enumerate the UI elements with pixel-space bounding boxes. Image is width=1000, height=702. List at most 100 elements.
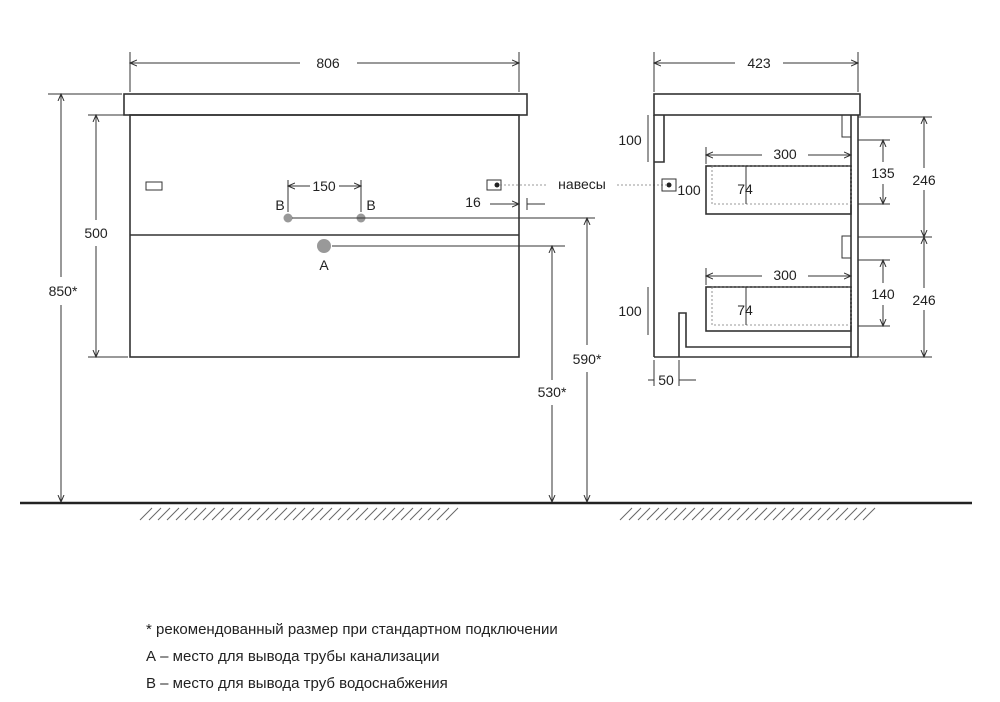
hinge-left-icon	[145, 181, 163, 191]
side-view: 423 100 100 100 300 74 135 246 300	[618, 52, 936, 388]
floor-hatch-line	[292, 507, 306, 521]
floor-hatch-line	[817, 507, 831, 521]
floor-hatch-line	[691, 507, 705, 521]
side-hinge-icon	[661, 178, 677, 192]
technical-drawing: 806 850* 500 150 B B A 16	[20, 52, 972, 521]
floor-hatch-line	[808, 507, 822, 521]
dim-drawer1-total: 246	[912, 172, 936, 188]
floor-hatch-line	[382, 507, 396, 521]
dim-100-top: 100	[618, 132, 642, 148]
dim-drawer2-height: 140	[871, 286, 895, 302]
dim-height-590: 590*	[573, 351, 602, 367]
floor-hatch-line	[727, 507, 741, 521]
floor-hatch-line	[157, 507, 171, 521]
floor-hatch-line	[148, 507, 162, 521]
dim-100-low: 100	[618, 303, 642, 319]
floor-hatch-line	[184, 507, 198, 521]
floor-hatch-line	[664, 507, 678, 521]
floor-hatch-line	[301, 507, 315, 521]
dim-body-height: 500	[84, 225, 108, 241]
floor-hatch-line	[790, 507, 804, 521]
floor-hatch-line	[220, 507, 234, 521]
floor-hatch-line	[211, 507, 225, 521]
floor-hatch-line	[646, 507, 660, 521]
floor-hatch-line	[202, 507, 216, 521]
floor-hatch-line	[337, 507, 351, 521]
dim-drawer1-height: 135	[871, 165, 895, 181]
floor-hatch-line	[139, 507, 153, 521]
drain-hole-icon	[317, 239, 331, 253]
floor-hatch-line	[319, 507, 333, 521]
floor-hatch-line	[754, 507, 768, 521]
floor-hatch-line	[193, 507, 207, 521]
dim-drawer1-inner: 74	[737, 181, 753, 197]
dim-side-depth: 423	[747, 55, 771, 71]
dim-height-530: 530*	[538, 384, 567, 400]
note-b: В – место для вывода труб водоснабжения	[146, 675, 448, 692]
floor-hatch-line	[763, 507, 777, 521]
floor-hatch-line	[673, 507, 687, 521]
dim-drawer2-inner: 74	[737, 302, 753, 318]
floor-hatch-line	[346, 507, 360, 521]
floor-hatch-line	[274, 507, 288, 521]
dim-front-width: 806	[316, 55, 340, 71]
floor-hatch-line	[709, 507, 723, 521]
dim-bottom-50: 50	[658, 372, 674, 388]
dim-drawer2-depth: 300	[773, 267, 797, 283]
note-recommended: * рекомендованный размер при стандартном…	[146, 621, 558, 638]
floor-hatch-line	[247, 507, 261, 521]
floor-hatch-line	[256, 507, 270, 521]
floor	[20, 501, 972, 521]
floor-hatch-line	[175, 507, 189, 521]
floor-hatch-line	[436, 507, 450, 521]
floor-hatch-line	[637, 507, 651, 521]
drawer-2-inner	[711, 286, 852, 326]
hinges-label: навесы	[558, 176, 606, 192]
floor-hatch-line	[655, 507, 669, 521]
dim-drawer2-total: 246	[912, 292, 936, 308]
dim-hole-spacing: 150	[312, 178, 336, 194]
floor-hatch-line	[835, 507, 849, 521]
floor-hatch-line	[682, 507, 696, 521]
floor-hatch-line	[391, 507, 405, 521]
drawer-1-inner	[711, 165, 852, 205]
floor-hatch-line	[853, 507, 867, 521]
floor-hatch-line	[799, 507, 813, 521]
floor-hatch-line	[283, 507, 297, 521]
floor-hatch-line	[265, 507, 279, 521]
note-a: А – место для вывода трубы канализации	[146, 648, 440, 665]
floor-hatch-line	[409, 507, 423, 521]
floor-hatch-line	[427, 507, 441, 521]
floor-hatch-line	[700, 507, 714, 521]
floor-hatch-line	[238, 507, 252, 521]
side-hinge-mid	[841, 235, 852, 259]
floor-hatch-line	[772, 507, 786, 521]
floor-hatch-line	[628, 507, 642, 521]
side-hinge-top	[841, 114, 852, 138]
floor-hatch-line	[826, 507, 840, 521]
floor-hatch-line	[745, 507, 759, 521]
label-a: A	[319, 257, 329, 273]
drawer-2	[705, 286, 852, 332]
floor-hatch-line	[364, 507, 378, 521]
dim-100-mid: 100	[677, 182, 701, 198]
label-b-left: B	[275, 197, 284, 213]
drawer-1	[705, 165, 852, 215]
floor-hatch-line	[718, 507, 732, 521]
floor-hatch-line	[418, 507, 432, 521]
floor-hatch-line	[166, 507, 180, 521]
floor-hatch-line	[328, 507, 342, 521]
label-b-right: B	[366, 197, 375, 213]
front-cabinet	[129, 114, 520, 358]
floor-hatch-line	[736, 507, 750, 521]
dim-total-height: 850*	[49, 283, 78, 299]
floor-hatch-line	[355, 507, 369, 521]
floor-hatch-line	[862, 507, 876, 521]
floor-hatch-line	[400, 507, 414, 521]
floor-hatch-line	[445, 507, 459, 521]
floor-hatch-line	[310, 507, 324, 521]
water-hole-left-icon	[283, 213, 293, 223]
floor-hatch-line	[844, 507, 858, 521]
floor-hatch-line	[781, 507, 795, 521]
dim-hinge-offset: 16	[465, 194, 481, 210]
